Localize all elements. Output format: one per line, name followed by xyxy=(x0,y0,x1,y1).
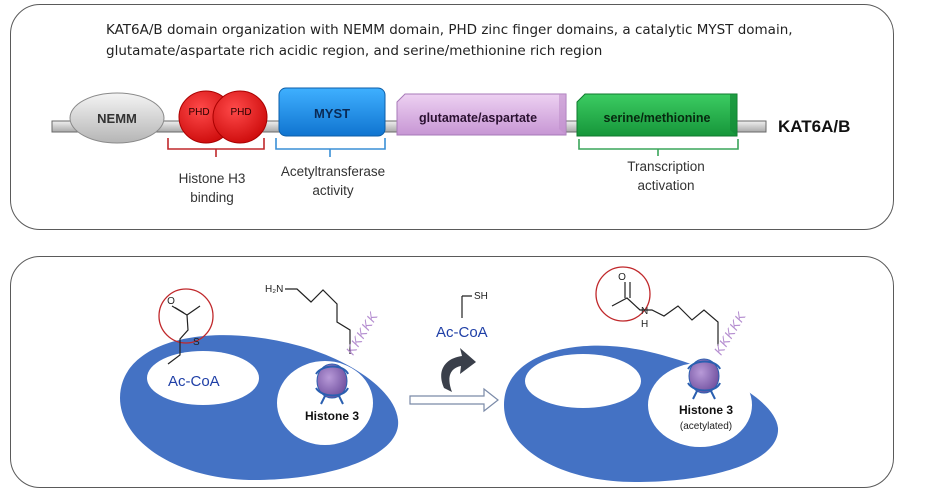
nemm-domain: NEMM xyxy=(69,92,165,144)
figure-caption: KAT6A/B domain organization with NEMM do… xyxy=(106,22,793,59)
transcription-label-1: Transcription xyxy=(627,159,705,174)
phd-domains: PHD PHD xyxy=(178,90,268,144)
histone-left-label: Histone 3 xyxy=(305,409,359,423)
h3-binding-bracket xyxy=(167,138,265,157)
acoa-free-label: Ac-CoA xyxy=(436,324,488,341)
histone-right-note: (acetylated) xyxy=(680,421,732,432)
sulfur-atom: S xyxy=(193,337,200,348)
nitrogen-atom: N xyxy=(641,306,648,317)
acetyltransferase-label-2: activity xyxy=(312,183,354,198)
transcription-bracket xyxy=(578,139,739,156)
ser-met-domain: serine/methionine xyxy=(576,93,738,137)
lysine-tail-left: KKKKK xyxy=(343,308,382,357)
kat-enzyme-right xyxy=(504,345,779,482)
acetyl-coa-bound: O S Ac-CoA xyxy=(158,288,220,390)
nemm-label: NEMM xyxy=(97,111,137,126)
acoa-bound-label: Ac-CoA xyxy=(168,373,220,390)
acetyltransferase-label-1: Acetyltransferase xyxy=(281,164,385,179)
ser-met-label: serine/methionine xyxy=(604,111,711,125)
glu-asp-label: glutamate/aspartate xyxy=(419,111,537,125)
h3-binding-label-2: binding xyxy=(190,190,234,205)
myst-domain: MYST xyxy=(278,87,386,137)
oxygen-atom-left: O xyxy=(167,296,175,307)
lysine-tail-right: KKKKK xyxy=(711,308,750,357)
thiol-label: SH xyxy=(474,291,488,302)
oxygen-atom-right: O xyxy=(618,272,626,283)
histone-right-label: Histone 3 xyxy=(679,403,733,417)
histone-nucleosome-left xyxy=(315,363,349,405)
amine-label: H₂N xyxy=(265,284,283,295)
h3-binding-label-1: Histone H3 xyxy=(179,171,246,186)
glu-asp-domain: glutamate/aspartate xyxy=(396,93,567,136)
curved-release-arrow xyxy=(441,348,476,392)
phd-label-2: PHD xyxy=(230,107,251,118)
phd-label-1: PHD xyxy=(188,107,209,118)
free-coa: SH Ac-CoA xyxy=(436,291,488,341)
reaction-arrow xyxy=(409,387,499,413)
histone-nucleosome-right xyxy=(687,358,721,400)
transcription-label-2: activation xyxy=(637,178,694,193)
acetylated-lysine-chain: O N H KKKKK xyxy=(595,266,750,358)
kat-enzyme-left xyxy=(120,335,399,480)
protein-label: KAT6A/B xyxy=(778,117,850,136)
hydrogen-atom: H xyxy=(641,319,648,330)
acetyltransferase-bracket xyxy=(275,138,386,157)
myst-label: MYST xyxy=(314,106,350,121)
